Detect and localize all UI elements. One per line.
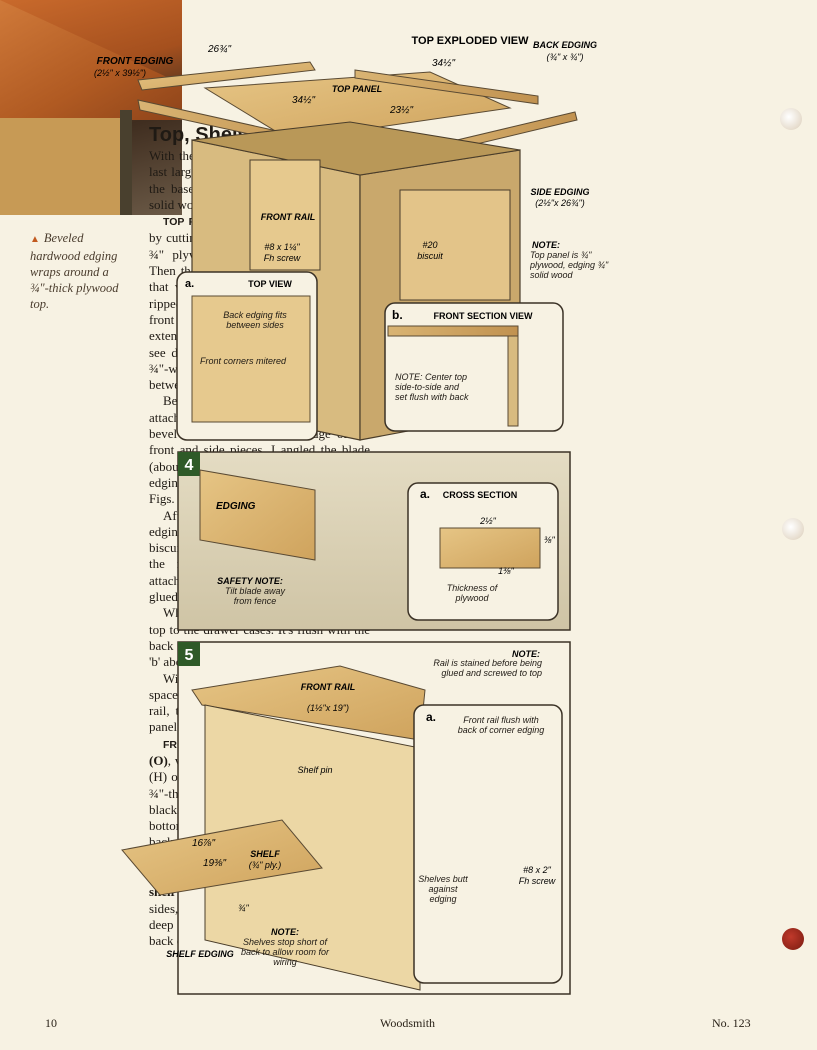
detail-5a-letter: a. — [426, 710, 436, 724]
figure-5: 5 NOTE: Rail is stained before being glu… — [121, 641, 571, 995]
dim-2-5: 2½" — [479, 516, 497, 526]
dim-3-8: ⅜" — [544, 535, 556, 545]
detail-a-letter: a. — [185, 278, 194, 290]
screw-label: #8 x 1¼" — [264, 242, 300, 252]
thickness-label: Thickness of plywood — [446, 583, 498, 603]
front-rail-label: FRONT RAIL — [261, 212, 316, 222]
side-edging-dim: (2½"x 26¾") — [535, 198, 584, 208]
front-edging-strip — [137, 61, 316, 91]
biscuit-label: biscuit — [417, 251, 443, 261]
screw-8x2: #8 x 2" — [523, 865, 552, 875]
shelf-label: SHELF — [250, 849, 280, 859]
front-edging-dim: (2½" x 39½") — [94, 68, 146, 78]
caption-text: Beveled hardwood edging wraps around a ¾… — [30, 231, 119, 311]
edging-label: EDGING — [216, 501, 256, 512]
detail-a-top-view: a. TOP VIEW Back edging fits between sid… — [176, 271, 318, 441]
caption-triangle-icon: ▲ — [30, 234, 40, 245]
photo-caption: ▲Beveled hardwood edging wraps around a … — [30, 230, 130, 312]
top-exploded-title: TOP EXPLODED VIEW — [412, 35, 530, 47]
shelf-edging-label: SHELF EDGING — [166, 949, 234, 959]
detail-4a-letter: a. — [420, 487, 430, 501]
back-edging-strip — [354, 69, 539, 105]
safety-note-text: Tilt blade away from fence — [225, 586, 285, 606]
back-edging-label: BACK EDGING — [533, 40, 597, 50]
detail-b-front-section: b. FRONT SECTION VIEW NOTE: Center top s… — [384, 302, 564, 432]
fh-screw-label: Fh screw — [264, 253, 301, 263]
dim-34-5b: 34½" — [292, 95, 315, 106]
note-shelves-text: Shelves stop short of back to allow room… — [240, 937, 330, 967]
figure-4: 4 EDGING SAFETY NOTE: Tilt blade away fr… — [177, 451, 571, 631]
front-rail-flush: Front rail flush with back of corner edg… — [457, 715, 545, 735]
back-edging-dim: (¾" x ¾") — [547, 52, 584, 62]
illustrations: FRONT EDGING (2½" x 39½") TOP EXPLODED V… — [94, 35, 609, 995]
fig5-number: 5 — [185, 647, 194, 664]
cabinet-opening — [249, 159, 321, 271]
note5-title: NOTE: — [512, 649, 540, 659]
dim-19-375: 19⅜" — [203, 858, 226, 869]
side-edging-label: SIDE EDGING — [530, 187, 589, 197]
fig5-badge — [178, 642, 200, 666]
magazine-name: Woodsmith — [380, 1016, 436, 1030]
back-edging-fits: Back edging fits between sides — [223, 310, 287, 330]
note-text: Top panel is ¾" plywood, edging ¾" solid… — [530, 250, 609, 280]
cabinet-side-panel — [399, 189, 511, 301]
note-title: NOTE: — [532, 240, 560, 250]
detail-b-letter: b. — [392, 308, 403, 322]
front-section-title: FRONT SECTION VIEW — [434, 311, 534, 321]
dim-1-38: 1⅜" — [498, 566, 515, 576]
issue-number: No. 123 — [712, 1016, 751, 1030]
shelf-dim: (¾" ply.) — [249, 860, 282, 870]
front-rail-dim: (1½"x 19") — [307, 703, 349, 713]
fig5-front-rail: FRONT RAIL — [301, 682, 356, 692]
front-edging-label: FRONT EDGING — [97, 56, 174, 67]
shelf-pin-label: Shelf pin — [297, 765, 332, 775]
binder-hole — [780, 108, 802, 130]
binder-hole — [782, 928, 804, 950]
biscuit-num: #20 — [422, 240, 437, 250]
note5-text: Rail is stained before being glued and s… — [433, 658, 542, 678]
fh-screw-2: Fh screw — [519, 876, 556, 886]
front-corners-mitered: Front corners mitered — [200, 356, 287, 366]
cross-section-title: CROSS SECTION — [443, 490, 518, 500]
dim-16-75: 16⅞" — [192, 838, 215, 849]
dim-26-75: 26¾" — [207, 44, 231, 55]
note-shelves-title: NOTE: — [271, 927, 299, 937]
note-text-fo: Top panel is ¾" plywood, edging ¾" solid… — [530, 250, 609, 280]
binder-hole — [782, 518, 804, 540]
fig4-edging-board — [199, 469, 316, 561]
center-top-note: NOTE: Center top side-to-side and set fl… — [395, 372, 469, 402]
fig4-badge — [178, 452, 200, 476]
fig4-number: 4 — [185, 457, 194, 474]
top-view-title: TOP VIEW — [248, 279, 292, 289]
dim-23-5: 23½" — [389, 105, 413, 116]
dim-34-5a: 34½" — [432, 58, 455, 69]
shelves-butt: Shelves butt against edging — [418, 874, 468, 904]
detail-5a-inset — [413, 704, 563, 984]
page-number: 10 — [45, 1016, 57, 1030]
top-panel-label: TOP PANEL — [332, 84, 382, 94]
dim-0-75: ¾" — [238, 903, 250, 913]
fig5-shelf — [121, 819, 323, 896]
safety-note-title: SAFETY NOTE: — [217, 576, 283, 586]
